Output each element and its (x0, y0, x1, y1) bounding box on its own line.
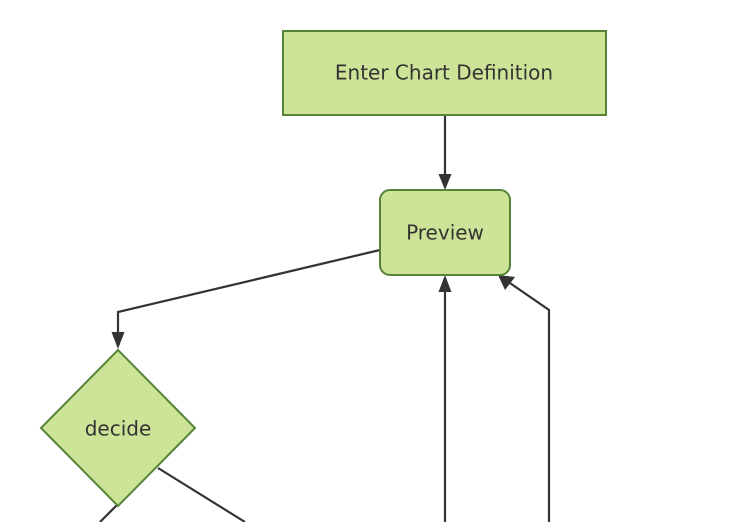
edge-enter-chart-definition-to-preview (438, 115, 452, 190)
node-preview[interactable]: Preview (379, 189, 511, 276)
node-decide[interactable]: decide (39, 348, 197, 508)
node-shape-diamond[interactable] (39, 348, 197, 508)
edge-offscreen-bottom-right-to-preview (498, 275, 551, 522)
arrowhead-icon (438, 275, 452, 292)
edge-decide-right-outgoing (157, 467, 246, 522)
edge-preview-to-decide (111, 248, 381, 349)
arrowhead-icon (438, 174, 452, 190)
arrowhead-icon (498, 275, 515, 290)
edge-line (99, 503, 119, 522)
edge-line (506, 280, 551, 522)
edge-decide-bottom-outgoing (99, 503, 119, 522)
node-enter-chart-definition[interactable]: Enter Chart Definition (282, 30, 607, 116)
node-label-enter-chart-definition: Enter Chart Definition (335, 61, 553, 85)
node-shape-rectangle[interactable] (282, 30, 607, 116)
edge-offscreen-bottom-center-to-preview (438, 275, 452, 522)
node-label-preview: Preview (406, 221, 484, 245)
node-shape-rounded-rectangle[interactable] (379, 189, 511, 276)
edge-line (157, 467, 246, 522)
edge-line (116, 248, 381, 339)
arrowhead-icon (111, 332, 125, 349)
node-label-decide: decide (85, 417, 152, 441)
